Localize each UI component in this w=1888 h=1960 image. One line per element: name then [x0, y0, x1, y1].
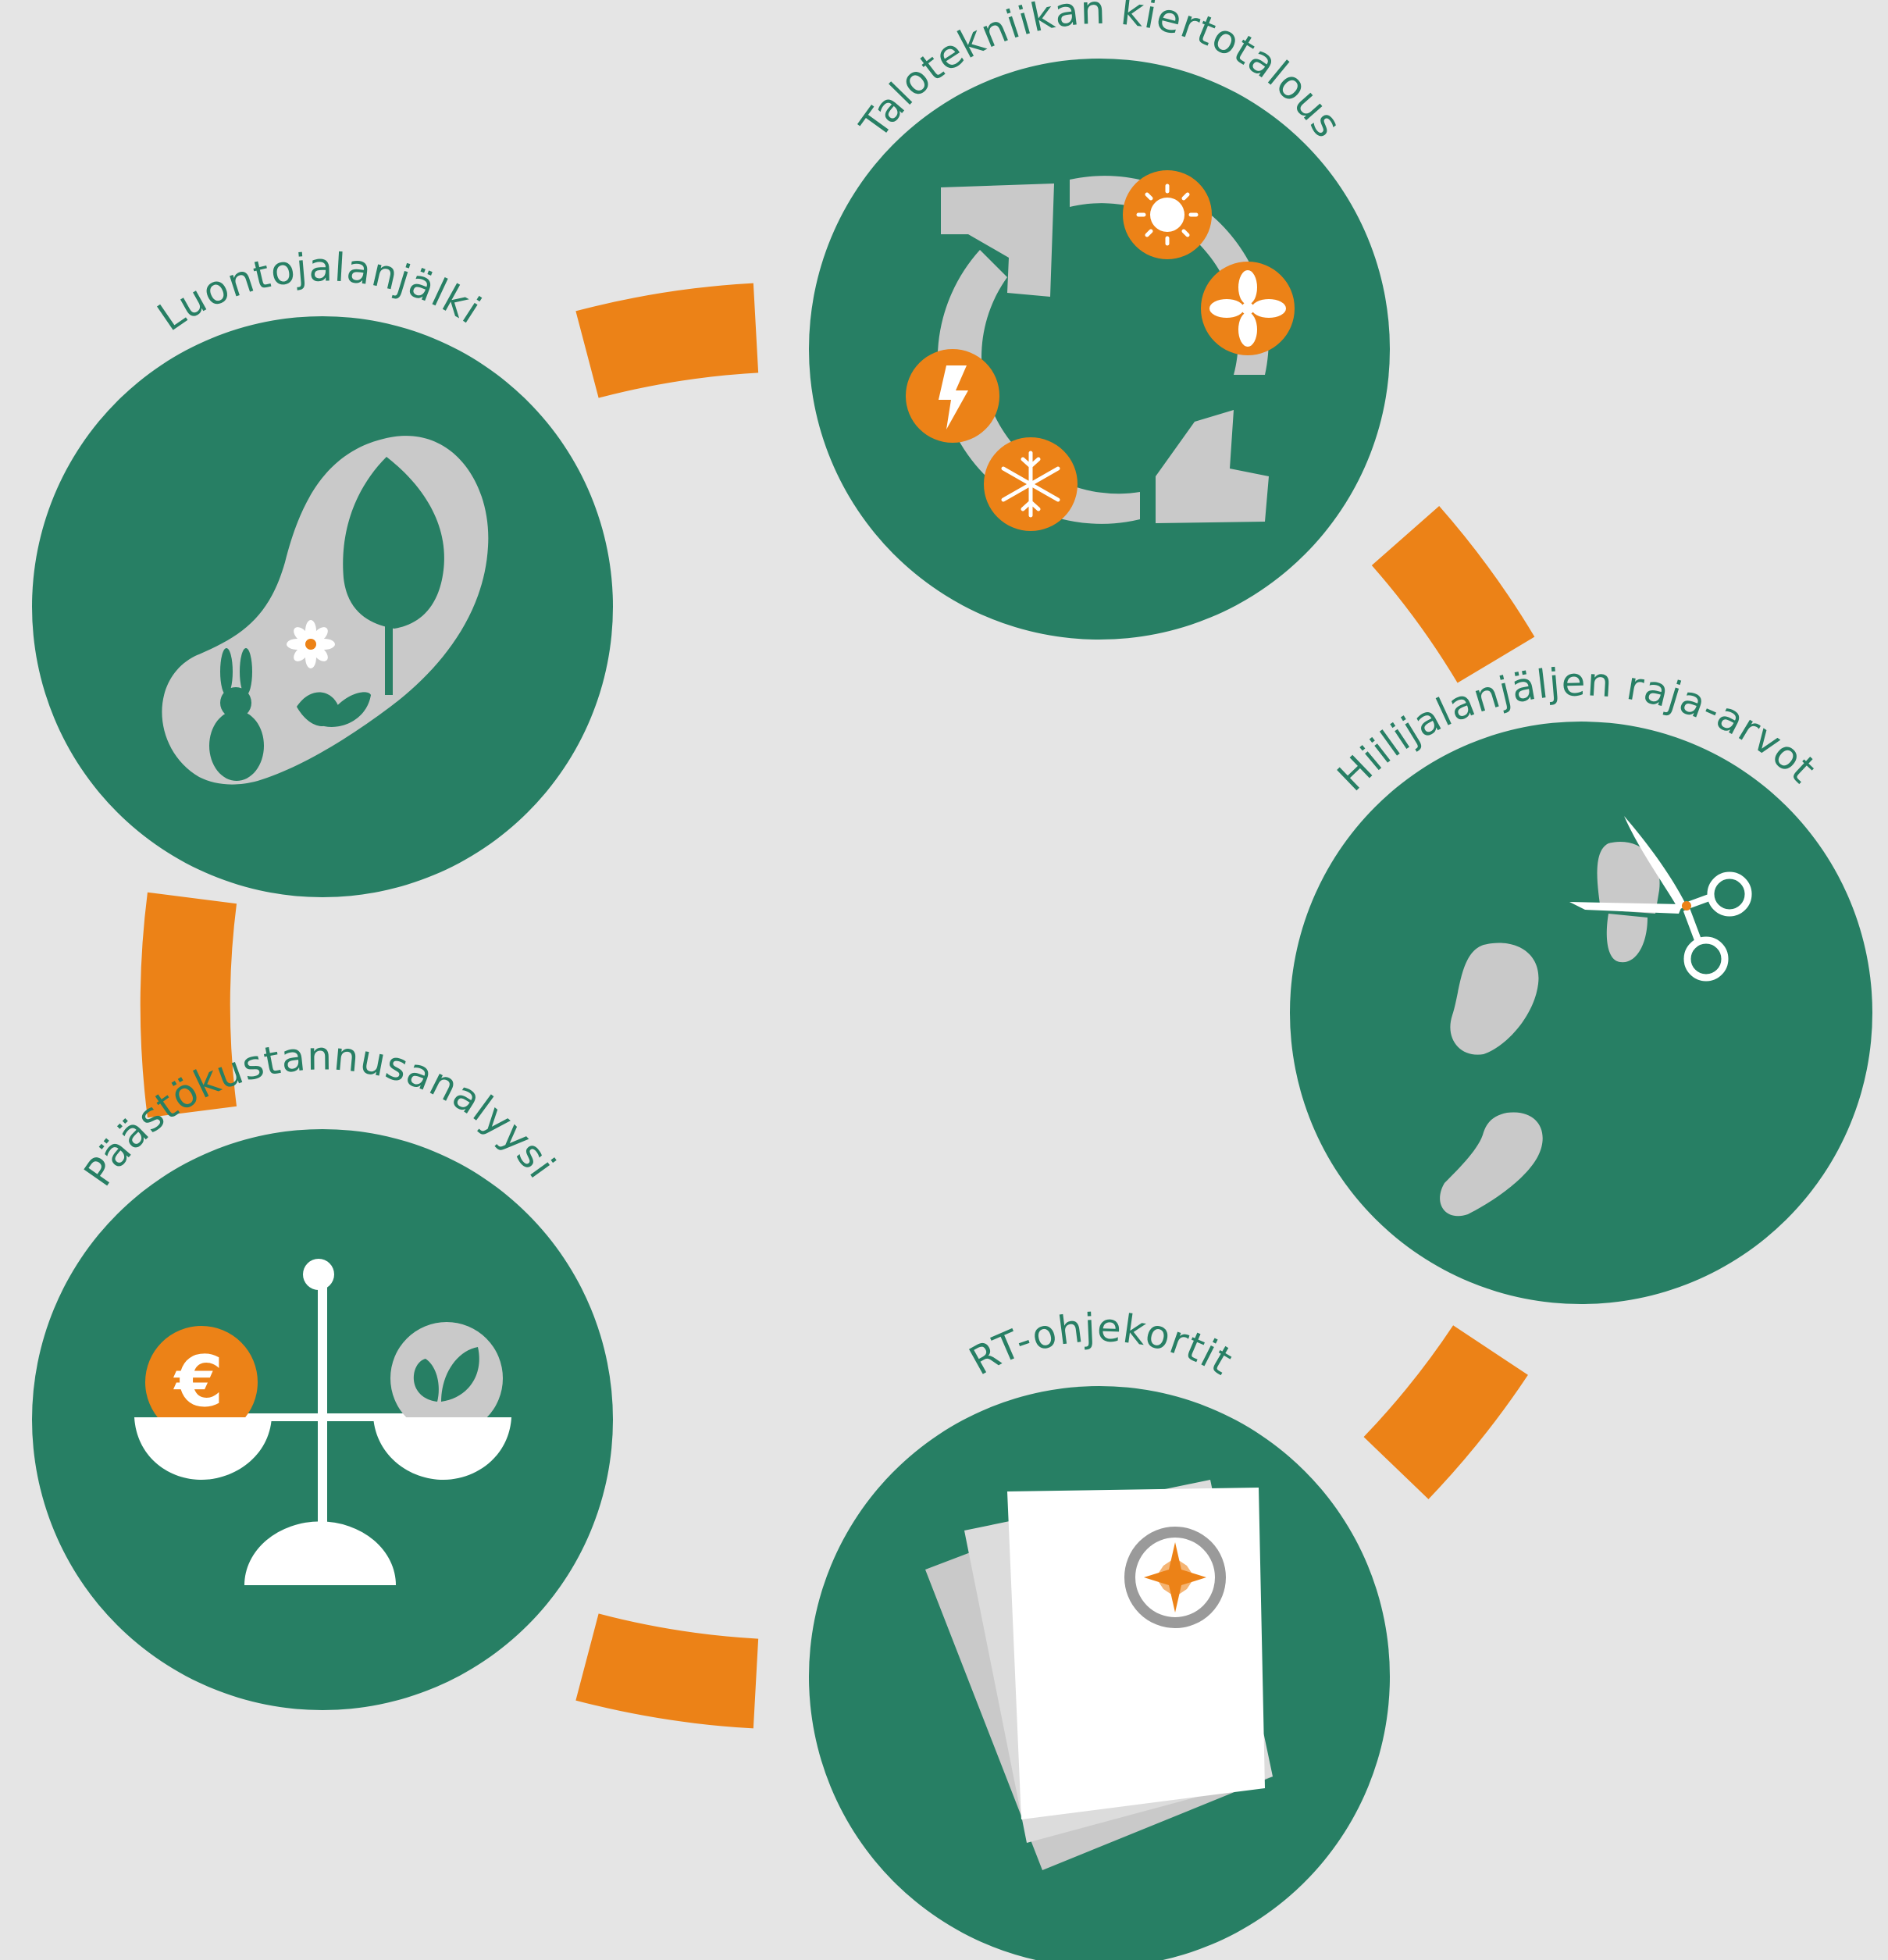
scissors-icon: [1569, 816, 1752, 982]
daisy-icon: [287, 620, 335, 668]
node-circle: [1290, 722, 1872, 1304]
node-luontojalanjalki: Luontojalanjälki: [32, 244, 613, 897]
sun-icon: [1123, 170, 1212, 259]
node-label-rt-ohjekortit: RT-ohjekortit: [962, 1305, 1239, 1384]
euro-coin-icon: [145, 1326, 258, 1438]
footprints-scissors-icon: [1440, 816, 1752, 1217]
rabbit-icon: [209, 648, 264, 781]
snowflake-icon: [984, 437, 1078, 531]
balance-scale-euro-leaf-icon: €: [134, 1259, 511, 1585]
document-stack-compass-icon: [925, 1480, 1273, 1870]
nature-footprint-tree-rabbit-icon: [162, 436, 489, 785]
node-hiilijalanjalki: Hiilijalanjäljen raja-arvot: [1290, 659, 1872, 1304]
connector-arcs: [140, 283, 1535, 1729]
euro-symbol: €: [173, 1341, 224, 1423]
node-talotekniikka: Talotekniikan kiertotalous: [809, 0, 1390, 640]
circular-arrows-energy-icon: [906, 170, 1295, 531]
connector-talo-hiili: [1371, 506, 1535, 683]
node-paastokustannus: Päästökustannusanalyysi €: [32, 1033, 613, 1710]
node-rt-ohjekortit: RT-ohjekortit: [809, 1305, 1390, 1960]
lightning-icon: [906, 349, 999, 443]
connector-paasto-luonto: [140, 892, 237, 1118]
connector-luonto-talo: [575, 283, 759, 398]
fan-icon: [1201, 262, 1295, 355]
svg-text:RT-ohjekortit: RT-ohjekortit: [962, 1305, 1240, 1384]
connector-hiili-rt: [1363, 1324, 1528, 1499]
node-circle: [809, 59, 1390, 640]
compass-icon: [1124, 1527, 1226, 1628]
connector-rt-paasto: [575, 1613, 759, 1729]
